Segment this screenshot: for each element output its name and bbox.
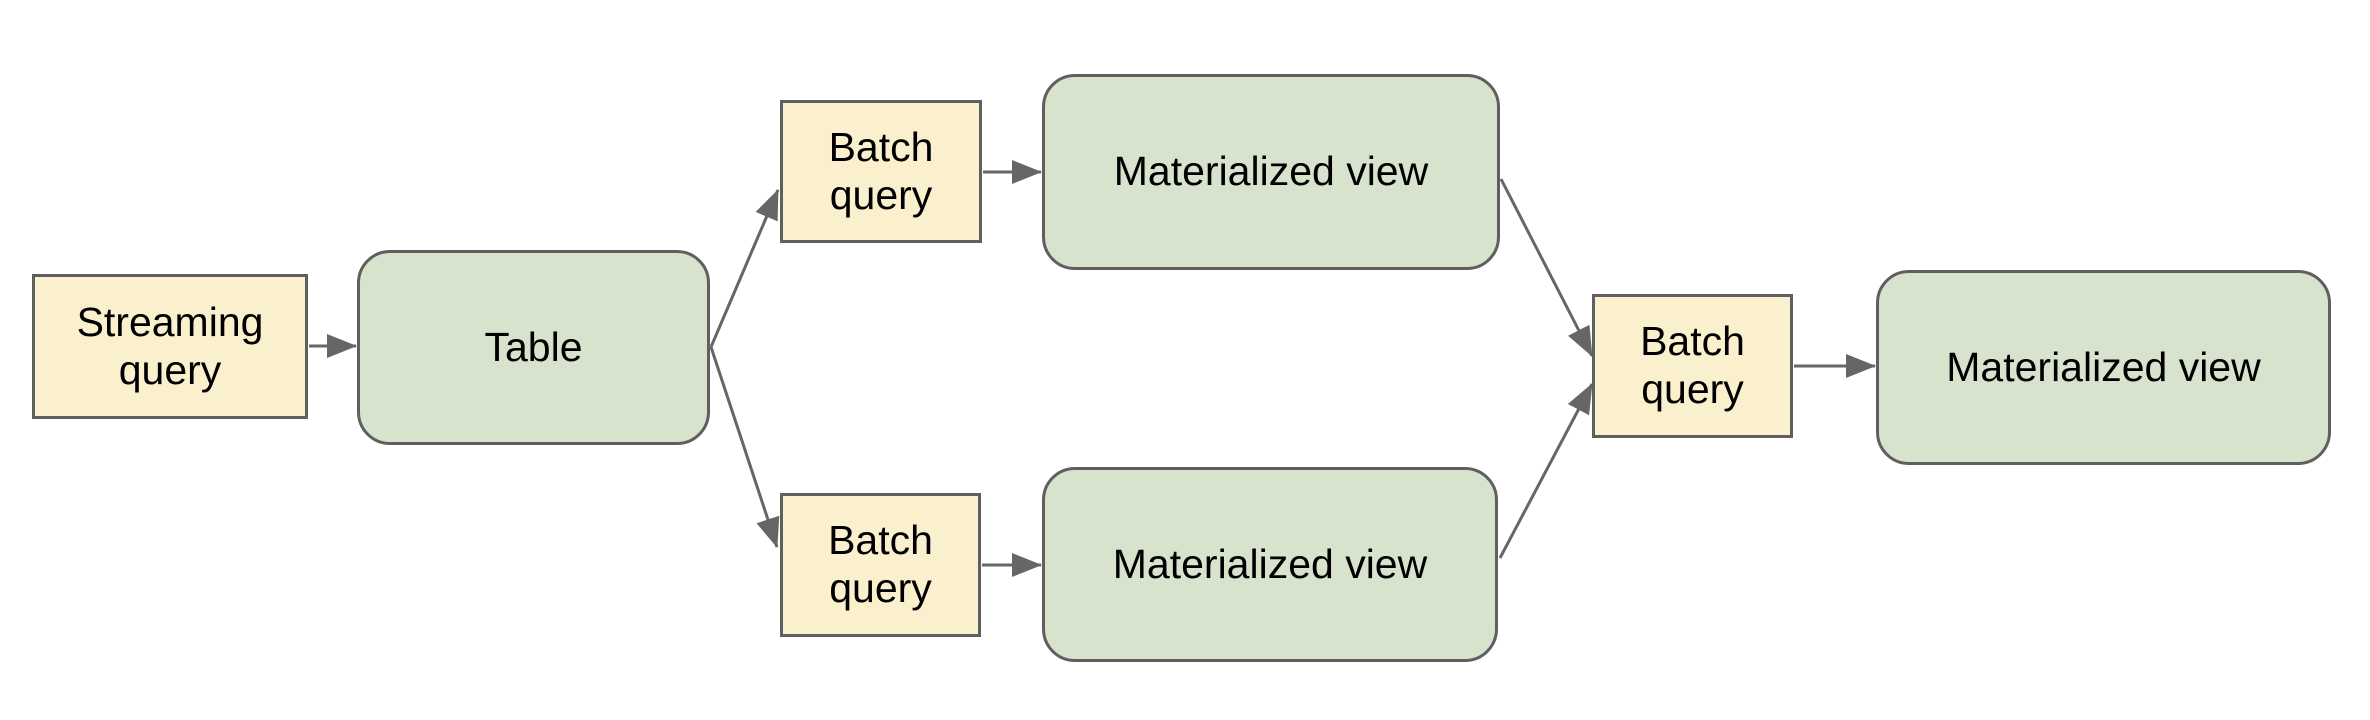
node-batch-query-bottom: Batch query (780, 493, 981, 637)
node-label: Table (484, 323, 583, 370)
edge-mv-bottom-to-batch-query-right (1498, 383, 1594, 559)
node-streaming-query: Streaming query (32, 274, 308, 419)
node-batch-query-right: Batch query (1592, 294, 1793, 438)
edge-table-to-batch-query-top (709, 189, 780, 348)
edge-mv-top-to-batch-query-right (1499, 178, 1594, 357)
node-label: Batch query (828, 123, 934, 218)
node-label: Materialized view (1112, 540, 1428, 587)
node-materialized-view-right: Materialized view (1876, 270, 2331, 465)
node-materialized-view-top: Materialized view (1042, 74, 1500, 270)
node-label: Batch query (828, 517, 933, 611)
node-batch-query-top: Batch query (780, 100, 982, 243)
node-label: Materialized view (1946, 343, 2261, 390)
node-label: Batch query (1640, 318, 1745, 412)
node-table: Table (357, 250, 710, 445)
edge-table-to-batch-query-bottom (709, 346, 780, 548)
node-materialized-view-bottom: Materialized view (1042, 467, 1498, 662)
node-label: Materialized view (1113, 148, 1429, 195)
node-label: Streaming query (76, 298, 264, 393)
